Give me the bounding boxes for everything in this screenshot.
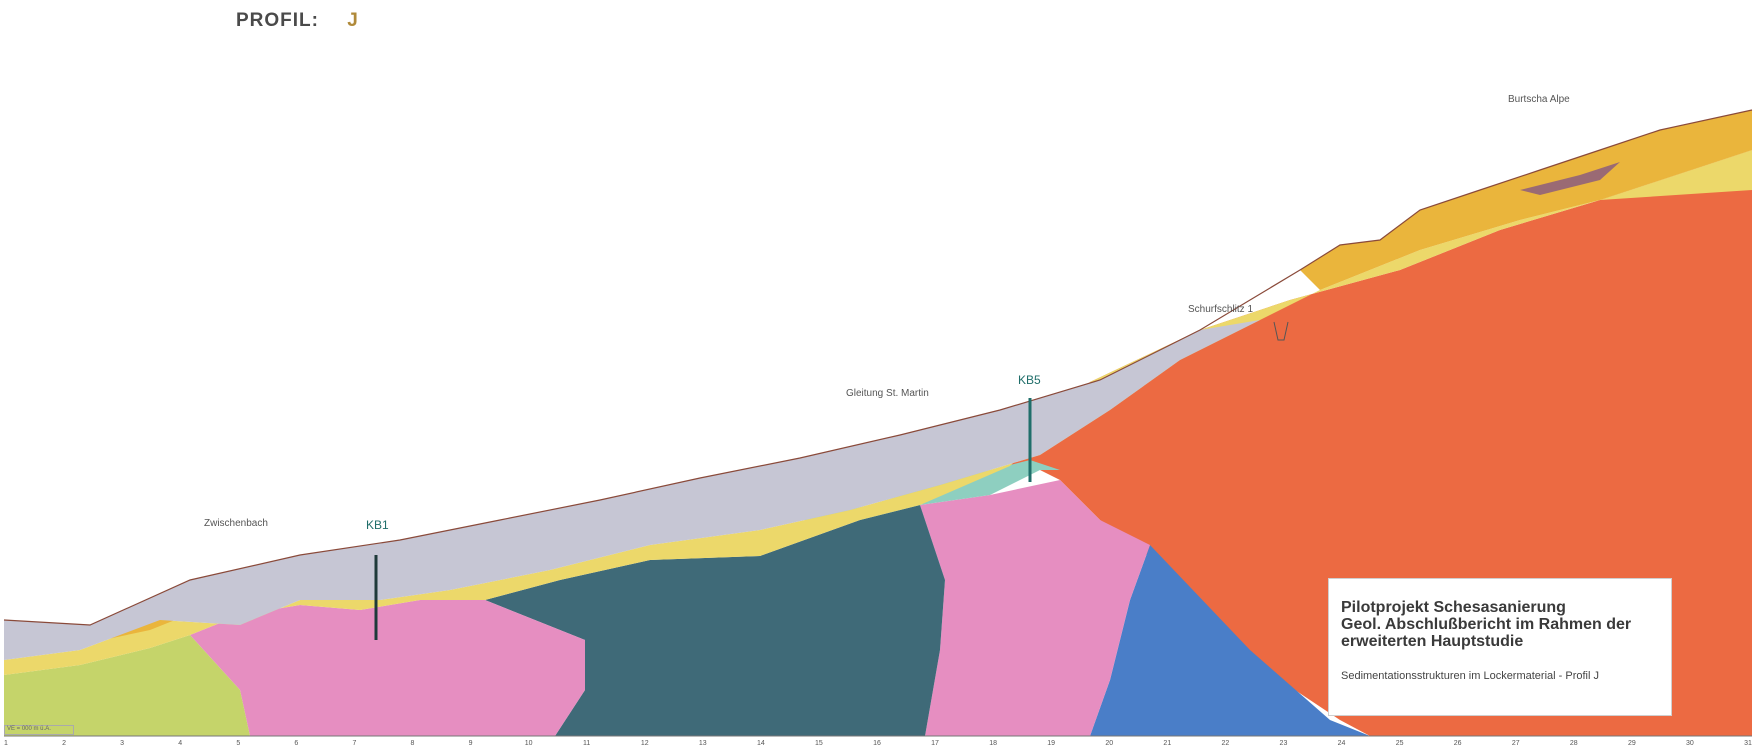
tick-label: 9	[468, 740, 473, 747]
tick-label: 1	[4, 740, 8, 747]
tick-label: 24	[1337, 740, 1346, 747]
tick-label: 12	[640, 740, 649, 747]
tick-label: 30	[1686, 740, 1694, 747]
label-kb5: KB5	[1018, 373, 1041, 387]
tick-label: 27	[1511, 740, 1520, 747]
tick-label: 25	[1395, 740, 1404, 747]
layer-green-olive	[4, 635, 250, 736]
tick-label: 22	[1221, 740, 1230, 747]
terrain-surface-line	[3, 109, 1753, 626]
layer-pink-right	[920, 480, 1150, 736]
tick-label: 29	[1627, 740, 1636, 747]
profile-heading: PROFIL: J	[236, 10, 359, 32]
tick-label: 8	[410, 740, 415, 747]
layer-dark-slate	[485, 505, 945, 736]
label-schurfschlitz: Schurfschlitz 1	[1188, 304, 1254, 315]
tick-label: 13	[698, 740, 707, 747]
tick-label: 11	[583, 740, 591, 747]
label-kb1: KB1	[366, 518, 389, 532]
schurfschlitz-marker	[1273, 321, 1289, 341]
layer-brown	[1520, 162, 1620, 195]
layer-orange-right	[1300, 110, 1752, 290]
label-zwischenbach: Zwischenbach	[204, 518, 268, 529]
tick-label: 31	[1744, 740, 1752, 747]
tick-label: 26	[1453, 740, 1462, 747]
tick-label: 28	[1569, 740, 1578, 747]
profile-label: PROFIL:	[236, 10, 319, 31]
layer-pink-left	[190, 600, 585, 736]
tick-label: 5	[236, 740, 241, 747]
tick-label: 23	[1279, 740, 1288, 747]
tick-label: 14	[756, 740, 765, 747]
tick-label: 3	[120, 740, 125, 747]
tick-label: 7	[352, 740, 357, 747]
tick-label: 18	[989, 740, 998, 747]
layer-blue	[1090, 545, 1370, 736]
layer-yellow	[4, 150, 1752, 675]
legend-subtitle: Sedimentationsstrukturen im Lockermateri…	[1341, 670, 1599, 682]
tick-label: 17	[931, 740, 939, 747]
tick-label: 21	[1163, 740, 1172, 747]
label-gleitung: Gleitung St. Martin	[846, 388, 929, 399]
legend-title-3: erweiterten Hauptstudie	[1341, 633, 1524, 650]
scale-note: VE = 000 m ü.A.	[4, 725, 74, 735]
profile-id: J	[347, 10, 359, 31]
tick-label: 6	[294, 740, 299, 747]
legend-title-2: Geol. Abschlußbericht im Rahmen der	[1341, 616, 1632, 633]
tick-label: 2	[62, 740, 67, 747]
tick-label: 20	[1105, 740, 1114, 747]
tick-label: 19	[1047, 740, 1056, 747]
label-burtscha-alpe: Burtscha Alpe	[1508, 94, 1570, 105]
tick-label: 4	[178, 740, 183, 747]
legend-title-1: Pilotprojekt Schesasanierung	[1341, 599, 1566, 616]
tick-label: 16	[873, 740, 881, 747]
legend-box: Pilotprojekt Schesasanierung Geol. Absch…	[1328, 578, 1672, 716]
layer-gray-debris	[4, 320, 1260, 660]
tick-label: 15	[815, 740, 823, 747]
tick-label: 10	[524, 740, 533, 747]
